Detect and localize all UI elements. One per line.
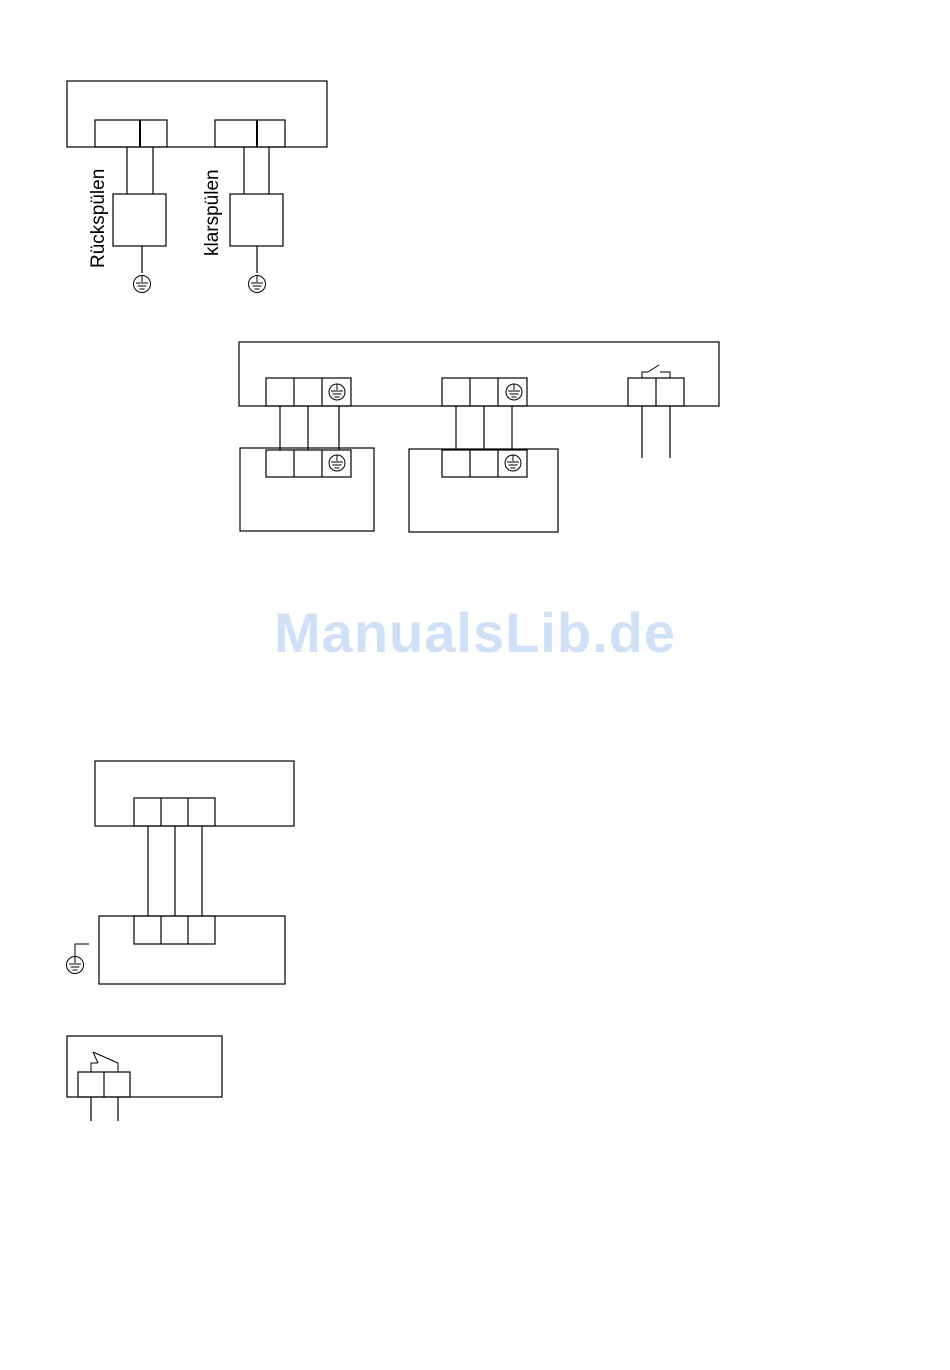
ground-symbol-icon	[67, 957, 84, 974]
ground-symbol-icon	[505, 455, 521, 471]
terminal-block-c	[134, 798, 215, 826]
ground-symbol-icon	[329, 384, 345, 400]
backwash-valve	[113, 194, 166, 246]
device-b	[409, 449, 558, 532]
label-rinse: klarspülen	[202, 169, 223, 256]
terminal-block-right	[215, 120, 285, 147]
device-c	[99, 916, 285, 984]
ground-symbol-icon	[134, 276, 151, 293]
ground-symbol-icon	[506, 384, 522, 400]
diagram-1-valve-wiring: Rückspülen klarspülen	[67, 81, 327, 293]
ground-symbol-icon	[249, 276, 266, 293]
controller-housing-3	[95, 761, 294, 826]
controller-housing-2	[239, 342, 719, 406]
watermark: ManualsLib.de	[0, 600, 950, 665]
device-a	[240, 448, 374, 531]
controller-housing-4	[67, 1036, 222, 1097]
terminal-block-left	[95, 120, 167, 147]
terminal-block-a	[266, 378, 351, 406]
label-backwash: Rückspülen	[88, 169, 109, 268]
ground-symbol-icon	[329, 455, 345, 471]
relay-switch-icon	[78, 1052, 130, 1121]
controller-housing	[67, 81, 327, 147]
relay-switch-icon	[628, 365, 684, 458]
rinse-valve	[230, 194, 283, 246]
diagram-3-three-wire	[67, 761, 295, 984]
terminal-block-b	[442, 378, 527, 406]
diagram-2-device-wiring	[239, 342, 719, 532]
diagram-4-relay-contact	[67, 1036, 222, 1121]
